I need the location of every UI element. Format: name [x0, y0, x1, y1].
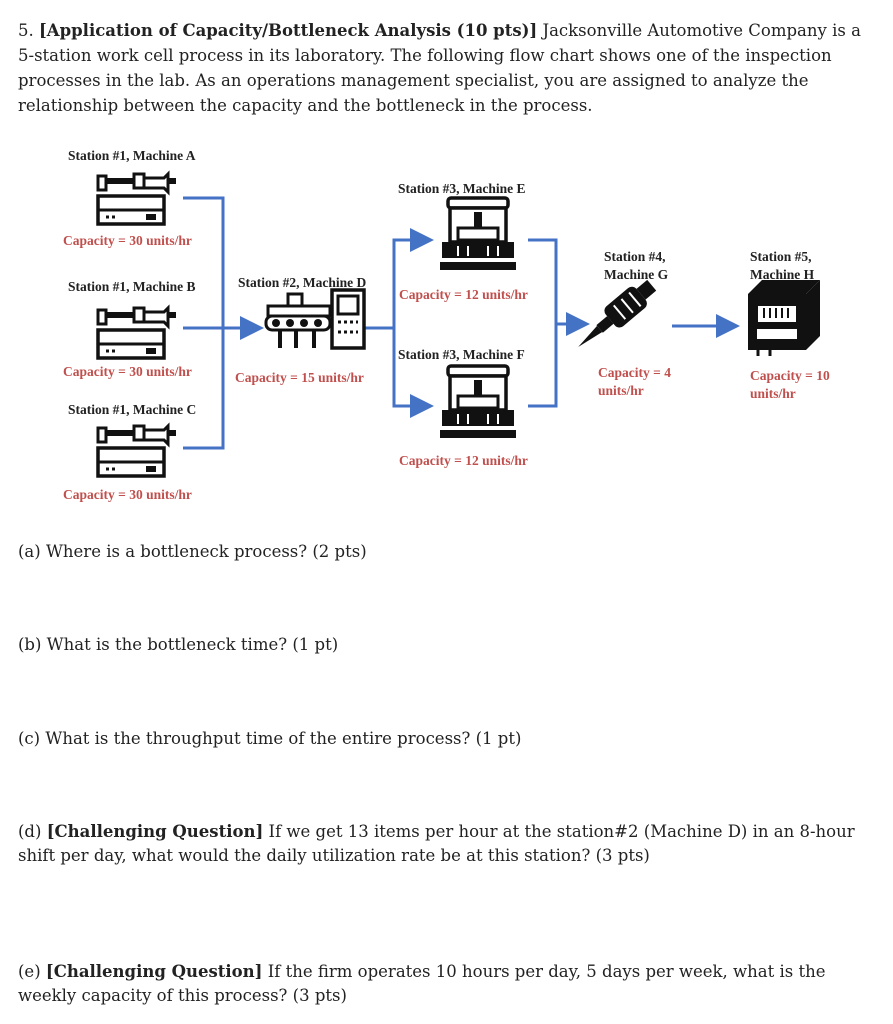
question-b: (b) What is the bottleneck time? (1 pt) [18, 635, 339, 654]
question-a: (a) Where is a bottleneck process? (2 pt… [18, 542, 367, 561]
capacity-label-c: Capacity = 30 units/hr [63, 487, 192, 502]
machine-label-g: Station #4, Machine G [604, 249, 669, 282]
question-e: (e) [Challenging Question] If the firm o… [18, 960, 880, 1008]
machine-label-d: Station #2, Machine D [238, 275, 367, 290]
lathe-icon [96, 306, 178, 360]
capacity-label-h: Capacity = 10 units/hr [750, 368, 830, 401]
question-e-tag: [Challenging Question] [45, 962, 263, 981]
question-e-prefix: (e) [18, 962, 41, 981]
flow-connectors [96, 172, 820, 478]
problem-number: 5. [18, 21, 34, 40]
problem-title: [Application of Capacity/Bottleneck Anal… [39, 21, 538, 40]
question-e-text: If the firm operates 10 hours per day, 5… [18, 962, 826, 1005]
capacity-label-b: Capacity = 30 units/hr [63, 364, 192, 379]
question-d-text: If we get 13 items per hour at the stati… [18, 822, 855, 865]
capacity-label-g: Capacity = 4 units/hr [598, 365, 671, 398]
machine-label-f: Station #3, Machine F [398, 347, 525, 362]
capacity-label-a: Capacity = 30 units/hr [63, 233, 192, 248]
capacity-label-f: Capacity = 12 units/hr [399, 453, 528, 468]
question-c: (c) What is the throughput time of the e… [18, 729, 522, 748]
lathe-icon [96, 172, 178, 226]
problem-statement: 5. [Application of Capacity/Bottleneck A… [18, 18, 880, 118]
lathe-icon [96, 424, 178, 478]
cnc-mill-icon [438, 196, 518, 272]
conveyor-icon [264, 288, 366, 350]
machine-label-b: Station #1, Machine B [68, 279, 196, 294]
capacity-label-d: Capacity = 15 units/hr [235, 370, 364, 385]
screwdriver-icon [578, 279, 657, 347]
cnc-mill-icon [438, 364, 518, 440]
problem-description: Jacksonville Automotive Company is a 5-s… [18, 21, 861, 115]
question-d: (d) [Challenging Question] If we get 13 … [18, 820, 880, 868]
machine-label-h: Station #5, Machine H [750, 249, 815, 282]
question-d-tag: [Challenging Question] [46, 822, 264, 841]
machine-label-c: Station #1, Machine C [68, 402, 197, 417]
machine-label-a: Station #1, Machine A [68, 148, 196, 163]
3d-printer-icon [748, 280, 820, 356]
capacity-label-e: Capacity = 12 units/hr [399, 287, 528, 302]
question-d-prefix: (d) [18, 822, 42, 841]
process-flow-diagram: Station #1, Machine A Capacity = 30 unit… [0, 140, 893, 520]
machine-label-e: Station #3, Machine E [398, 181, 526, 196]
